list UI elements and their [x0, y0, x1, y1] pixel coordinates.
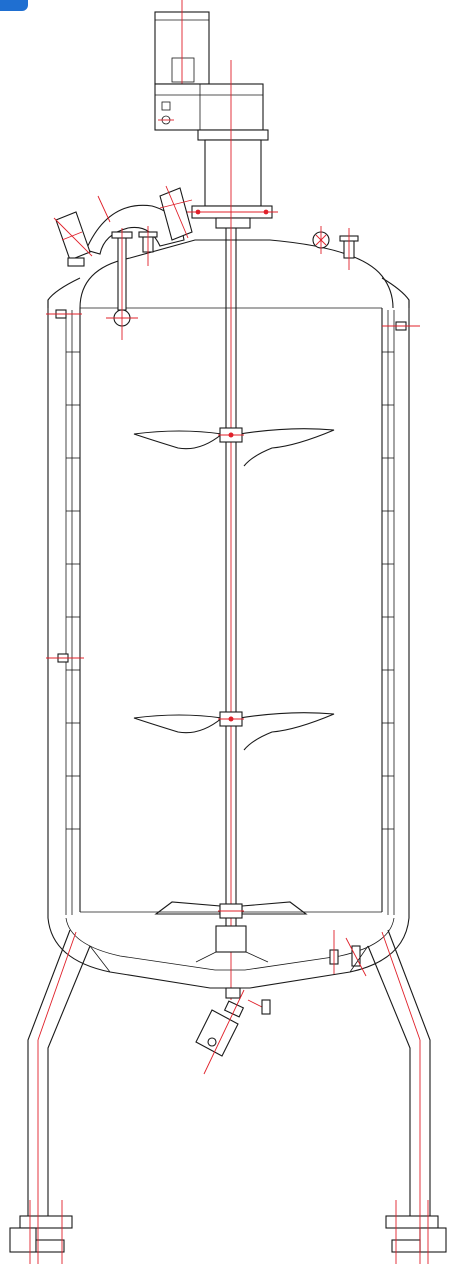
sight-glass-left: [53, 211, 93, 267]
leg-gussets: [89, 945, 369, 973]
discharge-valve: [195, 987, 271, 1075]
vessel-shell: [47, 239, 410, 989]
dip-tube: [106, 228, 138, 340]
shaft-housing: [186, 129, 278, 229]
pressure-port: [312, 226, 330, 254]
leg-left: [9, 929, 91, 1264]
impeller-upper: [133, 427, 335, 467]
jacket-nozzle-left-top: [46, 309, 82, 319]
nozzle-small-top: [138, 226, 158, 266]
impeller-lower: [133, 711, 335, 751]
nozzle-right-top: [339, 228, 359, 270]
jacket-nozzle-left-mid: [46, 653, 84, 663]
leg-right: [367, 929, 447, 1264]
gearbox: [154, 83, 264, 131]
agitator-shaft: [225, 60, 237, 1000]
sight-glass-right: [159, 185, 193, 241]
jacket-baffles: [66, 351, 394, 830]
bottom-bearing: [195, 925, 269, 963]
impeller-bottom: [154, 901, 308, 919]
bottom-nozzle-small: [329, 930, 339, 974]
jacket-nozzle-right-top: [382, 321, 420, 331]
corner-tab: [0, 0, 28, 11]
bottom-nozzle-right: [345, 937, 367, 977]
